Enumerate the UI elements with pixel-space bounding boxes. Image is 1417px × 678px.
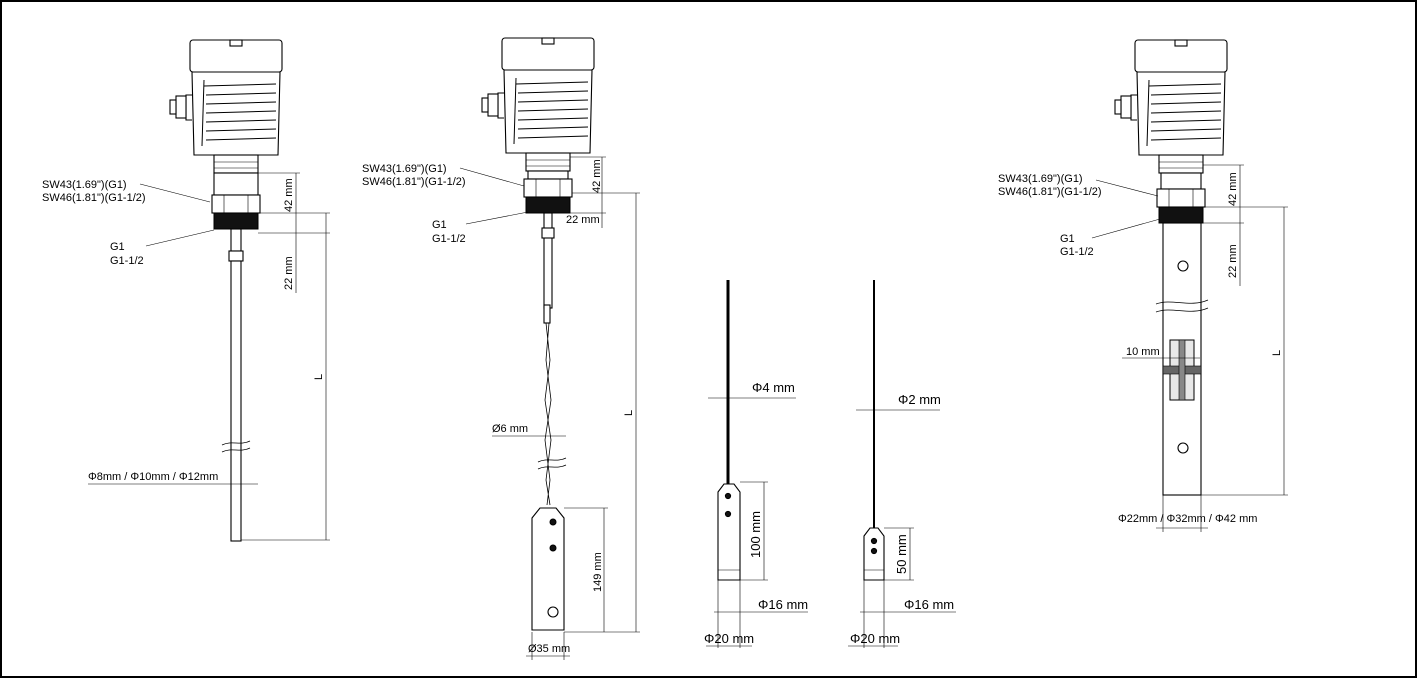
coax-probe: SW43(1.69")(G1) SW46(1.81")(G1-1/2) G1 G… [998,39,1288,532]
coax-dim-22: 22 mm [1227,244,1239,278]
cable-weight-fitting [523,178,573,214]
cable4-dim-100: 100 mm [748,511,763,558]
rod-thread-label-2: G1-1/2 [110,255,144,267]
rod-dim-diameter: Φ8mm / Φ10mm / Φ12mm [88,471,218,483]
coax-hex-label-1: SW43(1.69")(G1) [998,173,1083,185]
rod [230,260,242,542]
cable4-dim-16: Φ16 mm [758,597,808,612]
cable4-dim-20: Φ20 mm [704,631,754,646]
rod-thread-label-1: G1 [110,241,125,253]
cw-thread-label-1: G1 [432,219,447,231]
cable-weight [531,507,565,631]
cw-hex-label-2: SW46(1.81")(G1-1/2) [362,176,466,188]
break-mark [221,440,251,453]
coax-hex-label-2: SW46(1.81")(G1-1/2) [998,186,1102,198]
cw-dim-weight-dia: Ø35 mm [528,643,570,655]
cw-dim-cable: Ø6 mm [492,423,528,435]
cw-hex-label-1: SW43(1.69")(G1) [362,163,447,175]
coax-dim-spacer: 10 mm [1126,346,1160,358]
coax-fitting [1156,188,1206,224]
cable2-dim-20: Φ20 mm [850,631,900,646]
rod-hex-label-1: SW43(1.69")(G1) [42,179,127,191]
cable-2mm-weight: Φ2 mm 50 mm Φ16 mm Φ20 mm [848,280,956,648]
rod-probe: SW43(1.69")(G1) SW46(1.81")(G1-1/2) G1 G… [42,39,330,542]
rod-probe-collar [213,172,259,196]
rod-probe-fitting [211,194,261,230]
coax-dim-42: 42 mm [1227,172,1239,206]
cw-dim-L: L [623,410,635,416]
rod-dim-22: 22 mm [283,256,295,290]
cable2-dim-16: Φ16 mm [904,597,954,612]
cable2-dim-50: 50 mm [894,534,909,574]
coax-housing [1114,39,1228,174]
coax-thread-label-1: G1 [1060,233,1075,245]
rod-dim-42: 42 mm [283,178,295,212]
cw-dim-22: 22 mm [566,214,600,226]
rod-dim-L: L [313,374,325,380]
cable-weight-probe: SW43(1.69")(G1) SW46(1.81")(G1-1/2) G1 G… [362,37,640,660]
rod-hex-label-2: SW46(1.81")(G1-1/2) [42,192,146,204]
cable2-dim-dia: Φ2 mm [898,392,941,407]
coax-dim-tube: Φ22mm / Φ32mm / Φ42 mm [1118,513,1257,525]
rod-probe-housing [169,39,283,174]
cw-thread-label-2: G1-1/2 [432,233,466,245]
cable-weight-housing [481,37,595,172]
coax-thread-label-2: G1-1/2 [1060,246,1094,258]
cable4-dim-dia: Φ4 mm [752,380,795,395]
coax-dim-L: L [1271,350,1283,356]
cw-dim-149: 149 mm [592,552,604,592]
steel-cable [544,322,552,506]
cable-4mm-weight: Φ4 mm 100 mm Φ16 mm Φ20 mm [704,280,808,648]
cw-dim-42: 42 mm [591,159,603,193]
